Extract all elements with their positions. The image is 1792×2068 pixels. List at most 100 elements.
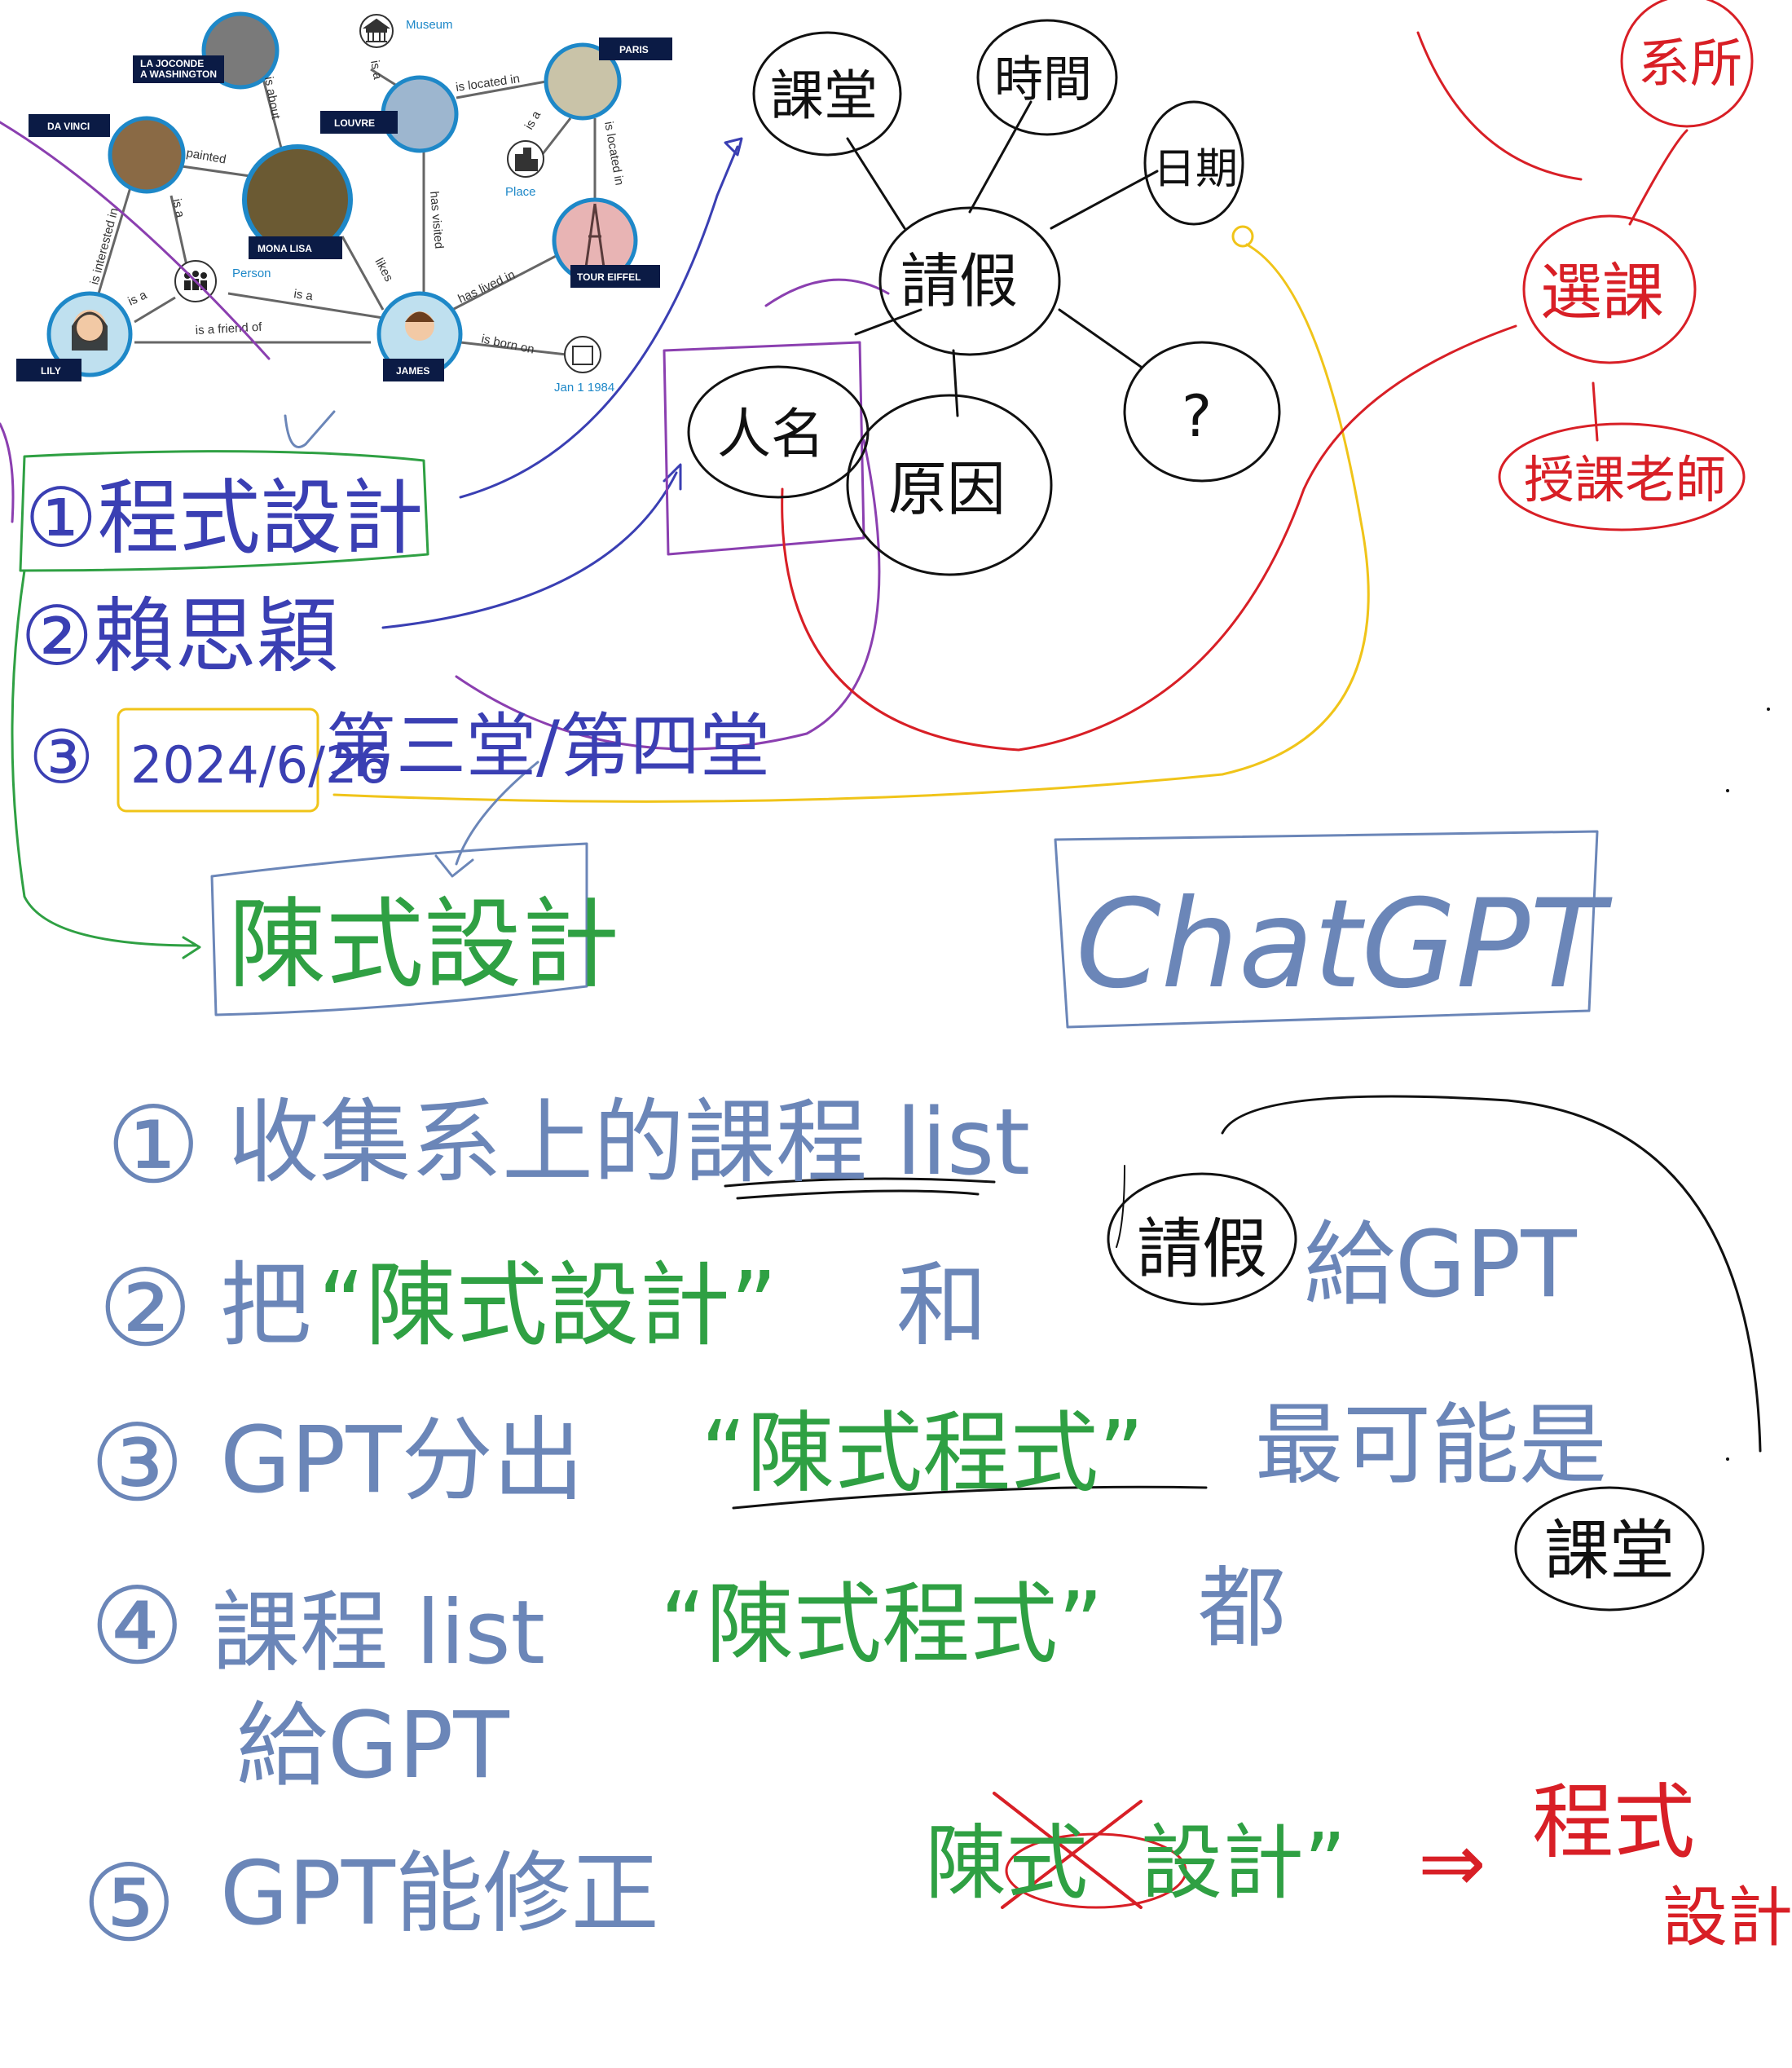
node-center-oval (878, 206, 1061, 356)
james-label-bg (383, 359, 444, 381)
node-question-oval (1123, 341, 1281, 483)
museum-label: Museum (406, 18, 453, 32)
black-underline-1 (724, 1177, 996, 1200)
edge-label-likes: likes (372, 256, 395, 284)
step-2-pre: 把 (220, 1253, 311, 1359)
eiffel-glyph (583, 203, 606, 274)
step-4b-text: 給GPT (236, 1693, 509, 1799)
edge-likes (341, 236, 385, 311)
red-curve (781, 324, 1517, 752)
step-4-num: ④ (90, 1564, 185, 1688)
edge-label-visited: has visited (427, 191, 446, 249)
node-xisuo-oval (1620, 0, 1754, 128)
step-2-mid: 和 (896, 1253, 988, 1359)
edge-label-lily-is-a: is a (126, 288, 150, 309)
edge-label-louvre-is-a: is a (368, 60, 385, 82)
step-4-pre: 課程 list (212, 1582, 545, 1684)
step-3: ③ GPT分出 “陳式程式” 最可能是 (90, 1395, 1607, 1525)
purple-slash (0, 121, 271, 360)
edge-lived-in (451, 251, 563, 311)
paris-node (544, 42, 622, 121)
step-4-green: “陳式程式” (660, 1574, 1103, 1676)
calendar-icon (564, 336, 601, 373)
node-shijian-oval (976, 19, 1118, 136)
dot-3 (1726, 789, 1729, 792)
node-ketang: 課堂 (770, 64, 878, 127)
red-link-bottom (1592, 381, 1599, 442)
edge-label-born-on: is born on (480, 332, 535, 356)
step-5-red1: 程式 (1532, 1775, 1695, 1870)
step-5: ⑤ GPT能修正 陳式 設計” ⇒ 程式 設計 (81, 1775, 1792, 1965)
lily-label-bg (16, 359, 81, 381)
node-xuanke-oval (1522, 214, 1697, 364)
james-hair (405, 311, 434, 322)
edge-label-paris-is-a: is a (522, 108, 544, 132)
yellow-box-date (117, 708, 319, 813)
node-yuanyin: 原因 (888, 455, 1006, 523)
step-2: ② 把 “陳式設計” 和 請假 給GPT (98, 1211, 1577, 1370)
step-5-red2: 設計 (1662, 1880, 1792, 1956)
step-5-crossed: 陳式 (925, 1815, 1088, 1911)
node-shouke: 授課老師 (1524, 450, 1726, 509)
node-center-qingjia: 請假 (900, 247, 1018, 315)
blue-arrowhead-2 (663, 463, 682, 491)
note-item2: ②賴思穎 (20, 589, 338, 684)
node-yuanyin-oval (846, 394, 1053, 576)
gray-arrow (455, 761, 539, 866)
chatgpt-box (1054, 830, 1599, 1029)
paris-label: PARIS (619, 44, 649, 55)
red-cross (993, 1792, 1143, 1909)
edge-davinci-person (170, 195, 189, 270)
edge-label-james-is-a: is a (293, 287, 314, 303)
node-question: ? (1182, 383, 1212, 450)
node-xuanke: 選課 (1540, 256, 1664, 328)
red-link-2 (1628, 129, 1689, 226)
edge-label-friend: is a friend of (195, 320, 262, 337)
step-1-num: ① (106, 1083, 201, 1207)
node-riqi: 日期 (1153, 145, 1238, 194)
paris-label-bg (599, 37, 672, 60)
la-joconde-label-bg (133, 55, 224, 83)
mona-lisa-label-bg (249, 236, 342, 259)
yellow-curve (332, 243, 1370, 803)
lily-label: LILY (41, 365, 61, 377)
dot-1 (1726, 1457, 1729, 1461)
note-item1: ①程式設計 (24, 470, 424, 566)
box-chenshi-sheji: 陳式設計 (228, 888, 619, 1002)
tour-eiffel-label-bg (570, 265, 660, 288)
hand-strokes (0, 0, 1770, 1909)
dot-2 (1767, 708, 1770, 711)
edge-label-davinci-is-a: is a (170, 197, 187, 219)
step-3-post: 最可能是 (1255, 1395, 1607, 1497)
purple-left-curve (0, 422, 15, 523)
da-vinci-label: DA VINCI (47, 121, 90, 132)
step-4-post: 都 (1198, 1558, 1286, 1660)
place-glyph (515, 148, 538, 171)
da-vinci-label-bg (29, 114, 110, 137)
tour-eiffel-label: TOUR EIFFEL (577, 271, 641, 283)
node-xisuo: 系所 (1638, 34, 1742, 95)
note-item3-date: 2024/6/26 (130, 735, 390, 795)
louvre-label-bg (320, 111, 398, 134)
link-center-riqi (1050, 170, 1159, 230)
green-bracket (11, 569, 197, 947)
step-2-post: 給GPT (1304, 1212, 1577, 1318)
edge-label-is-about: is about (262, 76, 283, 121)
step-1: ① 收集系上的課程 list (106, 1083, 1030, 1207)
chatgpt-label: ChatGPT (1076, 874, 1613, 1016)
date-label: Jan 1 1984 (554, 381, 614, 395)
blue-arrowhead-1 (724, 137, 743, 157)
museum-glyph (362, 18, 391, 42)
circled-qingjia-oval (1107, 1172, 1297, 1306)
black-underline-2 (732, 1485, 1208, 1510)
node-shouke-oval (1498, 422, 1746, 531)
step-4: ④ 課程 list “陳式程式” 都 (90, 1558, 1286, 1688)
edge-james-person (227, 292, 384, 320)
step-2-num: ② (98, 1246, 193, 1370)
green-box-item1 (19, 450, 429, 572)
edge-louvre-paris (456, 80, 547, 99)
circled-ketang-oval (1514, 1486, 1705, 1612)
